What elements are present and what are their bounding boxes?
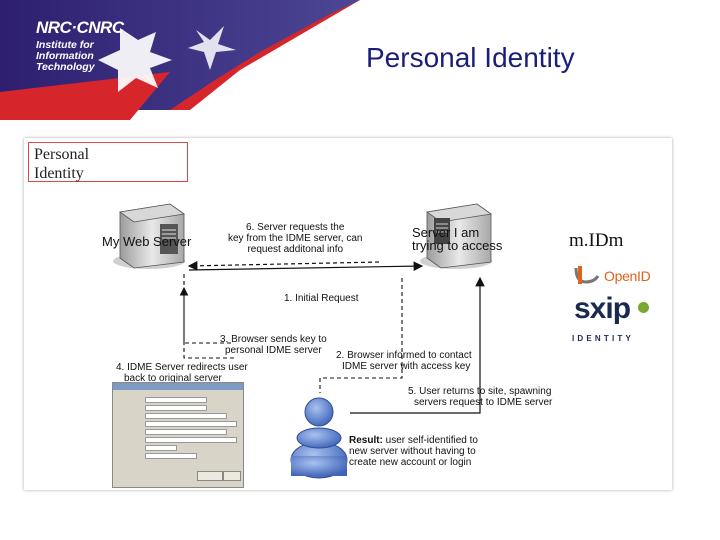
step2-path xyxy=(320,278,403,379)
sxip-logo: sxip xyxy=(574,292,631,325)
step1-arrow xyxy=(188,261,424,271)
my-web-server-icon xyxy=(113,203,186,269)
step4-label: 4. IDME Server redirects user back to or… xyxy=(116,362,248,384)
sxip-dot xyxy=(638,302,649,313)
step5-arrow xyxy=(350,276,485,414)
step6-label: 6. Server requests the key from the IDME… xyxy=(228,222,363,255)
sxip-identity-tagline: IDENTITY xyxy=(572,334,635,343)
step6-arrow xyxy=(187,261,380,271)
step1-label: 1. Initial Request xyxy=(284,293,359,304)
flow-diagram xyxy=(113,203,493,479)
target-server-icon xyxy=(420,203,493,269)
target-server-label: Server I am trying to access xyxy=(412,225,503,253)
slide-title: Personal Identity xyxy=(366,42,575,73)
my-web-server-label: My Web Server xyxy=(102,234,192,249)
user-icon xyxy=(290,397,348,479)
openid-logo-icon xyxy=(574,266,600,284)
diagram-title-box: Personal Identity xyxy=(28,142,188,182)
midm-logo: m.IDm xyxy=(569,230,624,251)
institute-name: Institute for Information Technology xyxy=(36,39,95,73)
step3-path xyxy=(179,286,234,359)
step3-label: 3. Browser sends key to personal IDME se… xyxy=(220,334,327,356)
header-graphic xyxy=(0,0,360,120)
step2-label: 2. Browser informed to contact IDME serv… xyxy=(336,350,472,372)
openid-logo: OpenID xyxy=(604,268,651,284)
step5-label: 5. User returns to site, spawning server… xyxy=(408,386,553,408)
nrc-logo: NRC·CNRC xyxy=(36,18,124,37)
result-text: Result: user self-identified to new serv… xyxy=(349,435,478,468)
step4-path xyxy=(183,274,234,344)
idme-settings-screenshot xyxy=(112,382,244,488)
diagram-panel: Personal Identity xyxy=(24,138,672,490)
